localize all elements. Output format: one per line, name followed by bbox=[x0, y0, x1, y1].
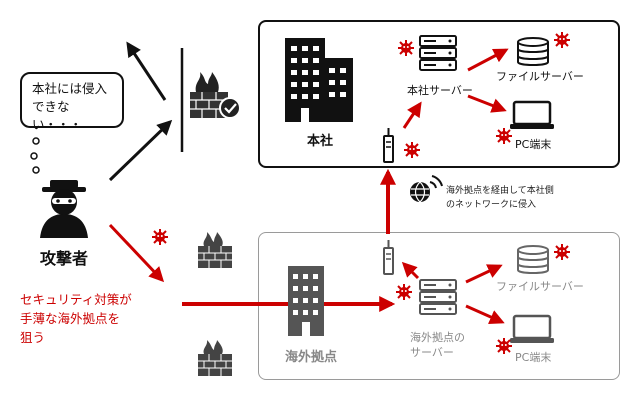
globe-wifi-icon bbox=[410, 175, 443, 203]
hq-arrow-router-to-server bbox=[402, 101, 422, 129]
hq-file-server-label: ファイルサーバー bbox=[496, 70, 584, 83]
thought-dot bbox=[32, 166, 40, 174]
overseas-server-label: 海外拠点の サーバー bbox=[410, 330, 465, 360]
hq-server-label: 本社サーバー bbox=[407, 84, 473, 97]
overseas-pc-icon bbox=[510, 314, 554, 343]
overseas-pc-label: PC端末 bbox=[515, 351, 552, 364]
virus-icon bbox=[403, 141, 421, 159]
speech-line-2: できない・・・ bbox=[32, 99, 83, 132]
overseas-arrow-server-to-pc bbox=[465, 304, 505, 324]
firewall-icon bbox=[198, 232, 232, 268]
hq-arrow-server-to-file bbox=[467, 48, 509, 72]
hq-building-icon bbox=[285, 38, 353, 122]
overseas-server-label-line-1: 海外拠点の bbox=[410, 331, 465, 344]
speech-bubble: 本社には侵入 できない・・・ bbox=[20, 72, 124, 132]
hq-router-icon bbox=[383, 128, 394, 163]
network-note-line-2: のネットワークに侵入 bbox=[446, 200, 537, 210]
firewall-check-icon bbox=[190, 72, 241, 119]
attack-arrow-to-overseas bbox=[108, 223, 165, 283]
speech-line-1: 本社には侵入 bbox=[32, 81, 108, 96]
attack-note-line-2: 手薄な海外拠点を bbox=[20, 311, 121, 326]
attack-note-line-1: セキュリティ対策が bbox=[20, 292, 132, 307]
attacker-label: 攻撃者 bbox=[40, 249, 89, 268]
network-note: 海外拠点を経由して本社側 のネットワークに侵入 bbox=[446, 184, 554, 212]
overseas-file-server-icon bbox=[517, 245, 549, 274]
overseas-router-icon bbox=[383, 240, 394, 275]
overseas-server-label-line-2: サーバー bbox=[410, 346, 454, 359]
attacker-icon bbox=[40, 180, 88, 238]
deflected-arrow-lower bbox=[108, 119, 173, 182]
virus-icon bbox=[495, 337, 513, 355]
hq-file-server-icon bbox=[517, 37, 549, 66]
virus-icon bbox=[397, 39, 415, 57]
deflected-arrow-upper bbox=[126, 41, 167, 101]
firewall-icon bbox=[198, 340, 232, 376]
attack-note: セキュリティ対策が 手薄な海外拠点を 狙う bbox=[20, 290, 132, 347]
virus-icon bbox=[151, 228, 169, 246]
hq-pc-label: PC端末 bbox=[515, 138, 552, 151]
overseas-arrow-server-to-router bbox=[401, 261, 420, 280]
virus-icon bbox=[495, 127, 513, 145]
overseas-label: 海外拠点 bbox=[285, 350, 338, 365]
network-note-line-1: 海外拠点を経由して本社側 bbox=[446, 186, 554, 196]
overseas-arrow-server-to-file bbox=[465, 264, 503, 284]
hq-pc-icon bbox=[510, 100, 554, 129]
overseas-building-icon bbox=[288, 266, 324, 336]
virus-icon bbox=[553, 31, 571, 49]
overseas-file-server-label: ファイルサーバー bbox=[496, 280, 584, 293]
attack-note-line-3: 狙う bbox=[20, 330, 46, 345]
thought-dot bbox=[30, 152, 38, 160]
thought-dot bbox=[32, 137, 40, 145]
overseas-server-icon bbox=[419, 279, 457, 315]
virus-icon bbox=[395, 283, 413, 301]
hq-arrow-server-to-pc bbox=[467, 94, 507, 113]
hq-server-icon bbox=[419, 35, 457, 71]
virus-icon bbox=[553, 243, 571, 261]
hq-label: 本社 bbox=[307, 134, 334, 149]
